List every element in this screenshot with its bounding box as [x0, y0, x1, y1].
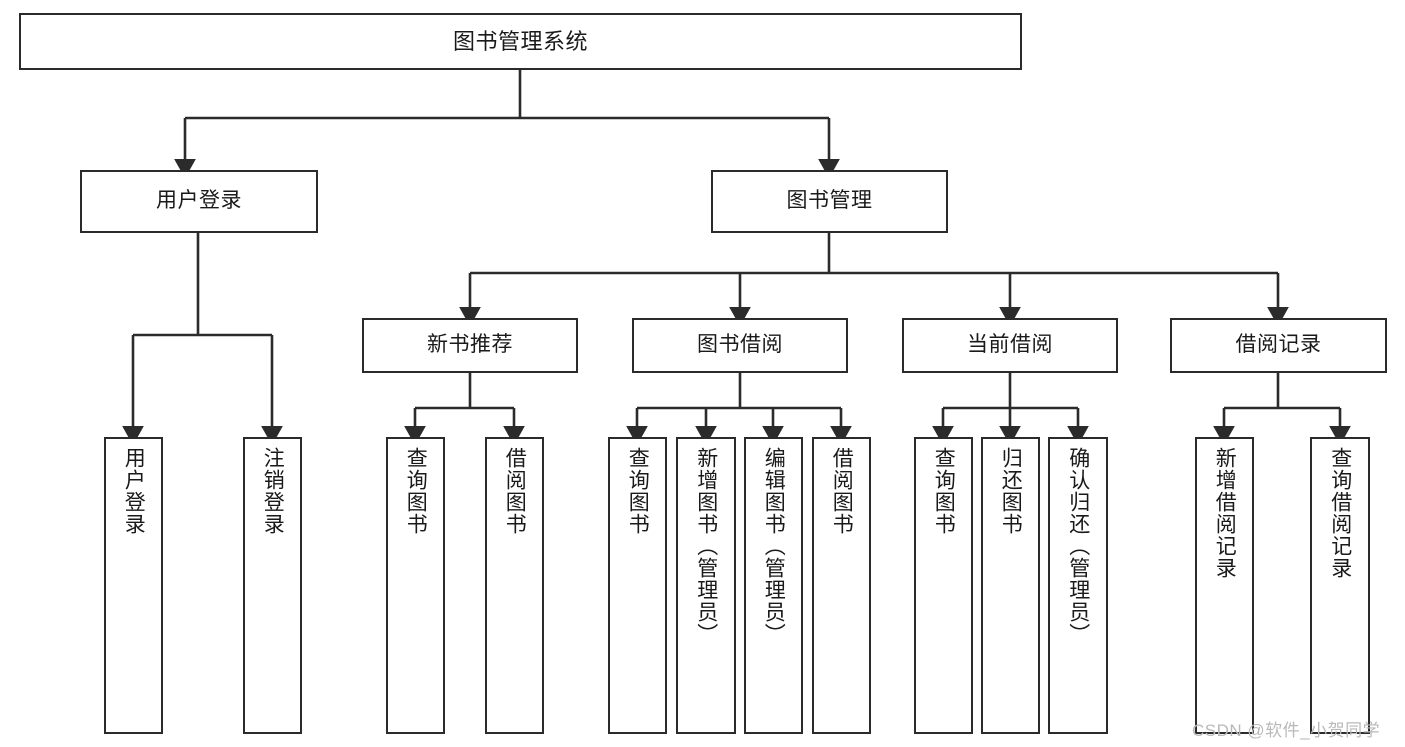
leaf-bb-edit-book[interactable]: 编辑图书（管理员）	[744, 437, 803, 734]
leaf-cb-confirm-return[interactable]: 确认归还（管理员）	[1048, 437, 1108, 734]
node-user-login[interactable]: 用户登录	[80, 170, 318, 233]
leaf-nb-borrow-book[interactable]: 借阅图书	[485, 437, 544, 734]
leaf-br-add-record[interactable]: 新增借阅记录	[1195, 437, 1254, 734]
node-root[interactable]: 图书管理系统	[19, 13, 1022, 70]
leaf-cb-query-book[interactable]: 查询图书	[914, 437, 973, 734]
node-book-manage-label: 图书管理	[786, 189, 873, 213]
leaf-logout-label: 注销登录	[261, 447, 285, 535]
leaf-bb-edit-book-label: 编辑图书（管理员）	[762, 447, 786, 645]
node-book-borrow[interactable]: 图书借阅	[632, 318, 848, 373]
csdn-watermark: CSDN @软件_小贺同学	[1192, 721, 1381, 740]
node-book-manage[interactable]: 图书管理	[711, 170, 948, 233]
leaf-cb-return-book-label: 归还图书	[999, 447, 1023, 535]
leaf-nb-borrow-book-label: 借阅图书	[503, 447, 527, 535]
leaf-bb-add-book-label: 新增图书（管理员）	[694, 447, 718, 645]
node-user-login-label: 用户登录	[156, 189, 242, 213]
leaf-bb-query-book[interactable]: 查询图书	[608, 437, 667, 734]
node-borrow-record[interactable]: 借阅记录	[1170, 318, 1387, 373]
leaf-br-query-record-label: 查询借阅记录	[1328, 447, 1352, 579]
node-book-borrow-label: 图书借阅	[697, 333, 783, 357]
leaf-bb-borrow-book-label: 借阅图书	[830, 447, 854, 535]
leaf-cb-query-book-label: 查询图书	[932, 447, 956, 535]
leaf-nb-query-book[interactable]: 查询图书	[386, 437, 445, 734]
leaf-nb-query-book-label: 查询图书	[404, 447, 428, 535]
leaf-bb-add-book[interactable]: 新增图书（管理员）	[676, 437, 736, 734]
node-current-borrow-label: 当前借阅	[967, 333, 1053, 357]
node-current-borrow[interactable]: 当前借阅	[902, 318, 1118, 373]
leaf-bb-borrow-book[interactable]: 借阅图书	[812, 437, 871, 734]
leaf-br-query-record[interactable]: 查询借阅记录	[1310, 437, 1370, 734]
leaf-cb-confirm-return-label: 确认归还（管理员）	[1066, 447, 1090, 645]
node-new-book-recommend-label: 新书推荐	[427, 333, 513, 357]
leaf-user-login[interactable]: 用户登录	[104, 437, 163, 734]
leaf-bb-query-book-label: 查询图书	[626, 447, 650, 535]
node-root-label: 图书管理系统	[452, 28, 588, 54]
leaf-user-login-label: 用户登录	[122, 447, 146, 535]
node-new-book-recommend[interactable]: 新书推荐	[362, 318, 578, 373]
leaf-cb-return-book[interactable]: 归还图书	[981, 437, 1040, 734]
node-borrow-record-label: 借阅记录	[1235, 333, 1322, 357]
leaf-logout[interactable]: 注销登录	[243, 437, 302, 734]
leaf-br-add-record-label: 新增借阅记录	[1213, 447, 1237, 579]
